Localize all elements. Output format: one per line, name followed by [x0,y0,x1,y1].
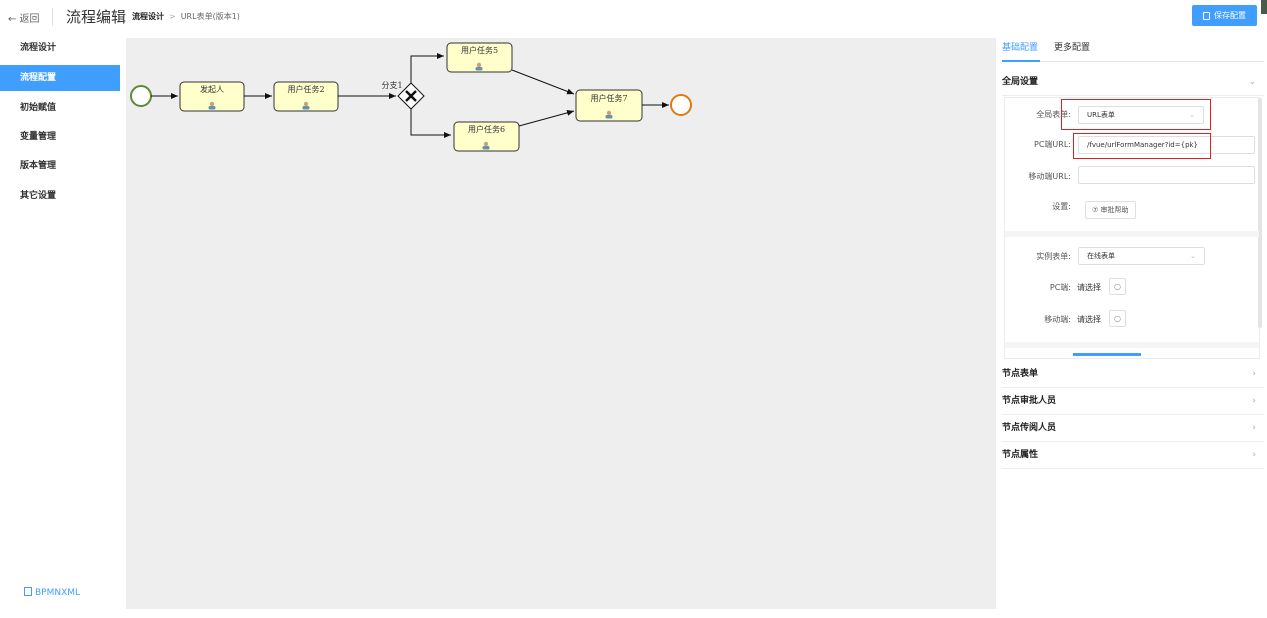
task-user-5-label: 用户任务5 [460,46,499,55]
sidebar: 流程设计 流程配置 初始赋值 变量管理 版本管理 其它设置 BPMNXML [0,34,120,618]
config-panel: 基础配置 更多配置 全局设置 ⌄ 全局表单: URL表单 ⌄ PC端URL: /… [1002,34,1264,618]
section-node-approvers[interactable]: 节点审批人员 › [1002,387,1264,415]
save-config-label: 保存配置 [1214,11,1246,20]
sidebar-item-config[interactable]: 流程配置 [0,65,120,91]
chevron-down-icon: ⌄ [1190,252,1196,260]
section-global-settings[interactable]: 全局设置 ⌄ [1002,68,1264,96]
gateway-x-mark [405,90,417,102]
top-header: ← 返回 流程编辑 流程设计 > URL表单(版本1) 保存配置 [0,0,1267,34]
flow-line[interactable] [410,109,451,138]
breadcrumb: 流程设计 > URL表单(版本1) [132,11,240,22]
sidebar-item-versions[interactable]: 版本管理 [20,161,57,171]
section-node-properties[interactable]: 节点属性 › [1002,441,1264,469]
section-global-title: 全局设置 [1002,77,1039,87]
global-form-label: 全局表单: [1036,110,1071,119]
global-form-select[interactable]: URL表单 ⌄ [1078,106,1204,124]
section-node-approvers-title: 节点审批人员 [1002,396,1057,406]
chevron-right-icon: › [1252,423,1256,433]
section-node-readers[interactable]: 节点传阅人员 › [1002,414,1264,442]
search-icon[interactable]: ○ [1109,278,1126,295]
user-icon [482,141,490,150]
user-icon [302,101,310,110]
form-scrollbar[interactable] [1258,98,1262,328]
task-user-5[interactable] [446,42,513,73]
search-icon[interactable]: ○ [1109,310,1126,327]
panel-tabs: 基础配置 更多配置 [1002,34,1264,62]
diagram-canvas[interactable]: 发起人 用户任务2 分支1 用户任务5 用户任务6 用户任务7 [126,38,996,609]
global-form-value: URL表单 [1087,111,1115,119]
approval-help-button[interactable]: ⑦ 审批帮助 [1085,201,1136,219]
flow-line[interactable] [410,53,444,83]
instance-form-value: 在线表单 [1087,252,1115,260]
tab-indicator [1002,60,1040,62]
section-node-readers-title: 节点传阅人员 [1002,423,1057,433]
bpmn-diagram [130,42,692,152]
user-icon [475,62,483,71]
settings-label: 设置: [1052,202,1071,211]
form-divider [1005,342,1259,348]
mobile-url-label: 移动端URL: [1028,172,1071,181]
sidebar-item-variables[interactable]: 变量管理 [20,132,57,142]
mobile-url-input[interactable] [1078,166,1255,184]
task-user-6[interactable] [453,121,520,152]
chevron-right-icon: › [1252,369,1256,379]
save-config-button[interactable]: 保存配置 [1192,5,1257,26]
tab-more-config[interactable]: 更多配置 [1054,43,1091,53]
end-event[interactable] [670,94,692,116]
section-node-properties-title: 节点属性 [1002,450,1039,460]
section-node-form-title: 节点表单 [1002,369,1039,379]
task-initiator-label: 发起人 [200,85,224,94]
highlight-box [1061,99,1211,130]
header-divider [52,8,53,26]
user-icon [208,101,216,110]
file-icon [24,587,32,596]
form-divider [1005,231,1259,237]
sidebar-item-design[interactable]: 流程设计 [20,43,57,53]
back-link[interactable]: ← 返回 [8,14,40,25]
corner-tab[interactable] [1261,0,1267,14]
chevron-down-icon: ⌄ [1189,111,1195,119]
global-settings-form: 全局表单: URL表单 ⌄ PC端URL: /fvue/urlFormManag… [1004,97,1262,359]
bpmn-xml-label: BPMNXML [35,588,81,598]
page-title: 流程编辑 [66,8,127,26]
bpmn-xml-link[interactable]: BPMNXML [24,587,80,598]
pc-form-value: 请选择 [1077,283,1101,292]
flow-line[interactable] [511,69,575,95]
save-icon [1203,11,1210,20]
sidebar-item-init[interactable]: 初始赋值 [20,103,57,113]
section-node-form[interactable]: 节点表单 › [1002,360,1264,388]
flow-line[interactable] [518,109,575,127]
chevron-right-icon: › [1252,396,1256,406]
tab-basic-config[interactable]: 基础配置 [1002,43,1039,53]
chevron-right-icon: › [1252,450,1256,460]
pc-form-label: PC端: [1049,283,1071,292]
breadcrumb-item-design[interactable]: 流程设计 [132,12,164,21]
pc-url-label: PC端URL: [1034,140,1071,149]
sidebar-item-other[interactable]: 其它设置 [20,191,57,201]
instance-form-label: 实例表单: [1036,252,1071,261]
user-icon [605,110,613,119]
task-user-2-label: 用户任务2 [287,85,325,94]
highlight-box [1073,133,1211,159]
pc-url-value: /fvue/urlFormManager?id={pk} [1087,141,1199,149]
breadcrumb-separator: > [169,12,176,21]
mobile-form-value: 请选择 [1077,315,1101,324]
chevron-down-icon: ⌄ [1248,77,1256,87]
task-user-7-label: 用户任务7 [590,94,628,103]
instance-form-select[interactable]: 在线表单 ⌄ [1078,247,1205,265]
mobile-form-label: 移动端: [1044,315,1071,324]
task-user-6-label: 用户任务6 [467,125,506,134]
start-event[interactable] [130,85,152,107]
horizontal-scroll-thumb[interactable] [1073,353,1141,356]
breadcrumb-item-current: URL表单(版本1) [180,12,240,21]
gateway-label: 分支1 [381,81,403,90]
